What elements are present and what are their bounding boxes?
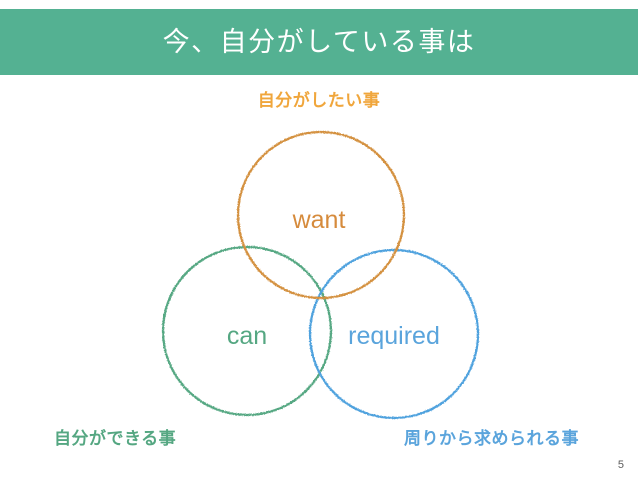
slide-title-band: 今、自分がしている事は xyxy=(0,9,638,75)
want-caption-top: 自分がしたい事 xyxy=(257,91,381,110)
page-title: 今、自分がしている事は xyxy=(162,26,476,57)
venn-circle-required xyxy=(308,248,480,420)
venn-label-want: want xyxy=(292,206,346,234)
required-caption-bottom-right: 周りから求められる事 xyxy=(404,429,579,448)
can-caption-bottom-left: 自分ができる事 xyxy=(54,429,177,448)
venn-label-can: can xyxy=(226,322,268,350)
page-number: 5 xyxy=(617,459,624,471)
venn-label-required: required xyxy=(348,322,440,350)
venn-circle-can xyxy=(161,245,333,417)
venn-circle-want xyxy=(236,130,406,300)
